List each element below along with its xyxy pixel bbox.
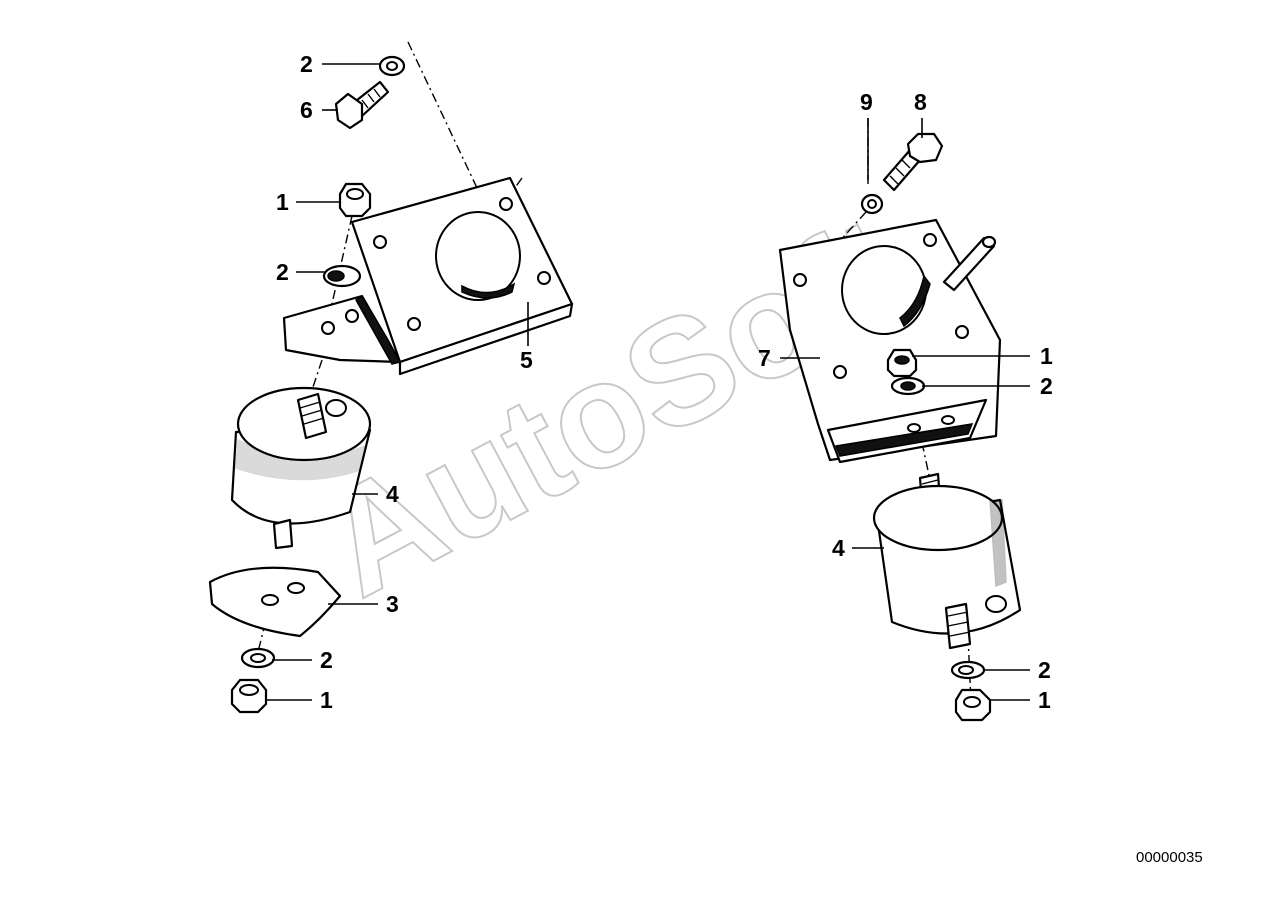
- left-washer-top-icon: [378, 55, 406, 77]
- callout-label: 3: [386, 591, 399, 617]
- callout-label: 6: [300, 97, 313, 123]
- callout-label: 1: [320, 687, 333, 713]
- callout-label: 5: [520, 347, 533, 373]
- left-washer-mid-icon: [322, 264, 362, 288]
- right-rubber-mount-icon: [872, 472, 1022, 650]
- left-nut-bottom-icon: [230, 678, 268, 714]
- left-bolt-icon: [334, 80, 390, 130]
- callout-label: 2: [276, 259, 289, 285]
- callout-label: 2: [1040, 373, 1053, 399]
- right-bracket-icon: [778, 218, 1002, 464]
- right-washer-bottom-icon: [950, 660, 986, 680]
- right-nut-mid-icon: [886, 348, 918, 378]
- callout-label: 2: [1038, 657, 1051, 683]
- right-nut-bottom-icon: [954, 688, 992, 722]
- callout-label: 2: [320, 647, 333, 673]
- callout-label: 7: [758, 345, 771, 371]
- callout-label: 8: [914, 89, 927, 115]
- left-dash-line-top: [407, 41, 479, 191]
- left-nut-top-icon: [338, 182, 372, 218]
- right-bolt-icon: [882, 132, 944, 192]
- right-washer-top-icon: [860, 193, 884, 215]
- left-washer-bottom-icon: [240, 647, 276, 669]
- document-number: 00000035: [1136, 849, 1203, 866]
- left-bracket-icon: [282, 176, 574, 376]
- callout-label: 1: [1040, 343, 1053, 369]
- callout-label: 4: [386, 481, 399, 507]
- left-rubber-mount-icon: [230, 386, 372, 550]
- callout-label: 1: [276, 189, 289, 215]
- callout-label: 2: [300, 51, 313, 77]
- left-assembly: 2 6 1 2 5 4 3 2 1: [208, 41, 574, 714]
- right-pin-icon: [942, 235, 997, 292]
- right-dash-line-bottom: [967, 635, 973, 725]
- callout-label: 4: [832, 535, 845, 561]
- left-plate-icon: [208, 566, 342, 638]
- right-assembly: 9 8 7 1 2 4 2 1: [758, 89, 1053, 725]
- callout-label: 1: [1038, 687, 1051, 713]
- callout-label: 9: [860, 89, 873, 115]
- right-washer-mid-icon: [890, 376, 926, 396]
- left-dash-line-stud: [307, 359, 323, 403]
